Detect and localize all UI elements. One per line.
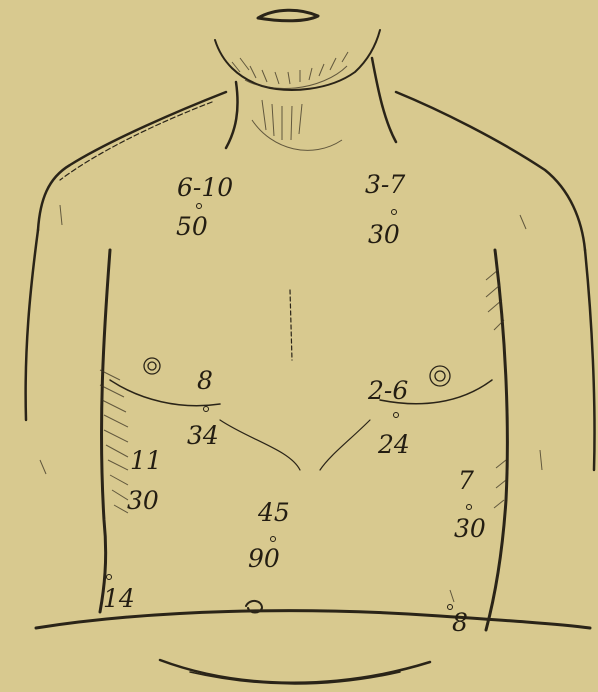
upper-value: 2-6	[368, 378, 408, 403]
jaw-line	[215, 30, 380, 90]
neck-left	[226, 82, 238, 148]
neck-hatching	[252, 100, 342, 150]
point-marker	[270, 536, 276, 542]
left-flank-hatching	[100, 370, 128, 513]
lower-value: 90	[248, 546, 280, 571]
point-marker	[196, 203, 202, 209]
left-nipple-inner	[148, 362, 156, 370]
lower-value: 34	[187, 423, 219, 448]
left-trapezius	[60, 102, 212, 180]
right-rib-edge	[320, 420, 370, 470]
point-marker	[391, 209, 397, 215]
upper-value: 45	[258, 500, 290, 525]
upper-value: 7	[458, 468, 474, 493]
chin-outline	[258, 10, 318, 21]
right-nipple-outer	[430, 366, 450, 386]
beard-hatching	[232, 52, 348, 89]
upper-value: 8	[197, 368, 213, 393]
lower-value: 50	[176, 214, 208, 239]
point-marker	[466, 504, 472, 510]
point-marker	[393, 412, 399, 418]
lower-value: 30	[127, 488, 159, 513]
left-arm-outer	[26, 230, 38, 420]
point-marker	[203, 406, 209, 412]
right-nipple-inner	[435, 371, 445, 381]
neck-right	[372, 58, 396, 142]
upper-value: 11	[130, 448, 162, 473]
left-shoulder	[38, 92, 226, 230]
waistline	[36, 611, 590, 628]
lower-value: 8	[452, 610, 468, 635]
sternum	[290, 290, 292, 360]
right-shoulder	[396, 92, 585, 250]
point-marker	[106, 574, 112, 580]
lower-value: 24	[378, 432, 410, 457]
right-arm-outer	[585, 250, 595, 470]
left-nipple-outer	[144, 358, 160, 374]
lower-value: 14	[103, 586, 135, 611]
lower-value: 30	[368, 222, 400, 247]
lower-value: 30	[454, 516, 486, 541]
right-flank	[486, 250, 507, 630]
upper-value: 6-10	[177, 175, 233, 200]
upper-value: 3-7	[365, 172, 405, 197]
right-flank-hatching	[486, 270, 506, 508]
drape-fold	[160, 660, 430, 683]
left-rib-edge	[220, 420, 300, 470]
